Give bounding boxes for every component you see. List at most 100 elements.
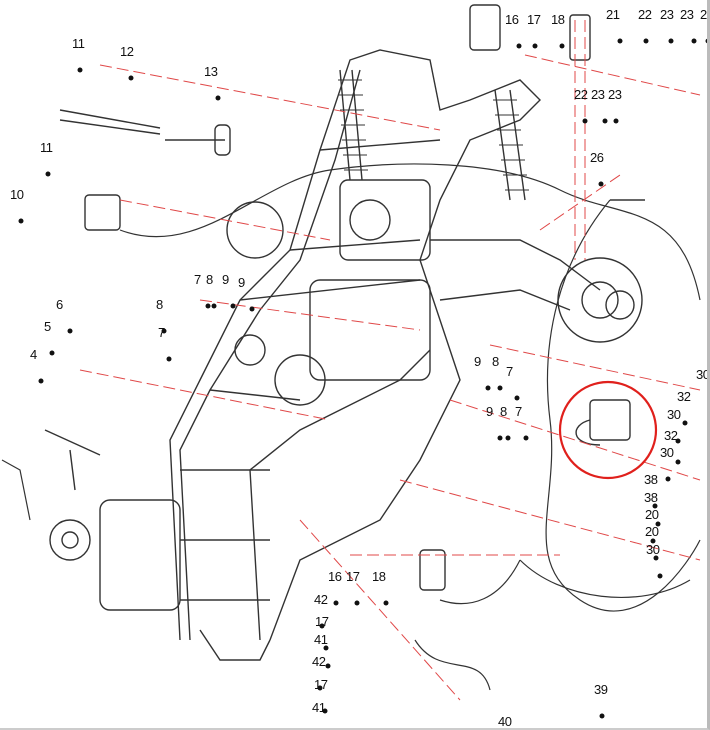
callout-23: 23 — [591, 87, 605, 102]
callout-11: 11 — [40, 140, 53, 155]
callout-22: 22 — [700, 7, 710, 22]
callout-labels: 1112131110789987654161718212223232222232… — [10, 7, 710, 729]
fastener-dot — [230, 303, 236, 309]
fastener-dot — [497, 435, 503, 441]
fastener-dot — [559, 43, 565, 49]
callout-23: 23 — [608, 87, 622, 102]
callout-9: 9 — [238, 275, 245, 290]
callout-41: 41 — [314, 632, 328, 647]
callout-7: 7 — [158, 325, 165, 340]
callout-40: 40 — [498, 714, 512, 729]
fastener-dot — [532, 43, 538, 49]
callout-23: 23 — [660, 7, 674, 22]
callout-39: 39 — [594, 682, 608, 697]
fastener-dot — [497, 385, 503, 391]
fastener-dot — [668, 38, 674, 44]
fastener-dot — [516, 43, 522, 49]
fastener-dot — [598, 181, 604, 187]
callout-16: 16 — [328, 569, 342, 584]
fastener-dot — [323, 645, 329, 651]
callout-9: 9 — [486, 404, 493, 419]
fastener-dot — [161, 328, 167, 334]
fastener-dot — [705, 38, 707, 44]
callout-7: 7 — [506, 364, 513, 379]
fastener-dot — [45, 171, 51, 177]
callout-8: 8 — [500, 404, 507, 419]
callout-8: 8 — [206, 272, 213, 287]
fastener-dot — [249, 306, 255, 312]
callout-30: 30 — [646, 542, 660, 557]
fastener-dot — [523, 435, 529, 441]
fastener-dot — [319, 623, 325, 629]
callout-42: 42 — [314, 592, 328, 607]
callout-7: 7 — [194, 272, 201, 287]
fastener-dot — [205, 303, 211, 309]
fastener-dot — [665, 476, 671, 482]
fastener-dot — [128, 75, 134, 81]
callout-7: 7 — [515, 404, 522, 419]
fastener-dot — [653, 555, 659, 561]
fastener-dot — [582, 118, 588, 124]
fastener-dot — [383, 600, 389, 606]
callout-13: 13 — [204, 64, 218, 79]
callout-17: 17 — [315, 614, 329, 629]
fastener-dot — [602, 118, 608, 124]
fastener-dot — [652, 503, 658, 509]
callout-12: 12 — [120, 44, 134, 59]
callout-21: 21 — [606, 7, 620, 22]
callout-18: 18 — [551, 12, 565, 27]
fastener-dot — [485, 385, 491, 391]
callout-30: 30 — [696, 367, 710, 382]
callout-38: 38 — [644, 472, 658, 487]
callout-17: 17 — [314, 677, 328, 692]
fastener-dot — [599, 713, 605, 719]
fastener-dot — [505, 435, 511, 441]
callout-22: 22 — [638, 7, 652, 22]
fastener-dot — [211, 303, 217, 309]
callout-4: 4 — [30, 347, 37, 362]
callout-17: 17 — [346, 569, 360, 584]
callout-23: 23 — [680, 7, 694, 22]
fastener-dot — [643, 38, 649, 44]
callout-32: 32 — [677, 389, 691, 404]
fastener-dot — [655, 521, 661, 527]
fastener-dot — [617, 38, 623, 44]
fastener-dot — [682, 420, 688, 426]
callout-20: 20 — [645, 507, 659, 522]
callout-42: 42 — [312, 654, 326, 669]
fastener-dot — [354, 600, 360, 606]
callout-26: 26 — [590, 150, 604, 165]
callout-16: 16 — [505, 12, 519, 27]
fastener-dot — [613, 118, 619, 124]
fastener-dot — [77, 67, 83, 73]
fastener-dot — [38, 378, 44, 384]
callout-9: 9 — [222, 272, 229, 287]
fastener-dot — [333, 600, 339, 606]
callout-30: 30 — [667, 407, 681, 422]
callout-11: 11 — [72, 36, 85, 51]
callout-18: 18 — [372, 569, 386, 584]
fastener-dot — [317, 685, 323, 691]
callout-17: 17 — [527, 12, 541, 27]
fastener-dot — [657, 573, 663, 579]
fastener-dot — [67, 328, 73, 334]
callout-10: 10 — [10, 187, 24, 202]
fastener-dot — [691, 38, 697, 44]
callout-20: 20 — [645, 524, 659, 539]
fastener-dot — [325, 663, 331, 669]
fastener-dot — [18, 218, 24, 224]
fastener-dot — [675, 438, 681, 444]
callout-30: 30 — [660, 445, 674, 460]
fastener-dot — [675, 459, 681, 465]
fastener-dot — [650, 538, 656, 544]
callout-41: 41 — [312, 700, 326, 715]
callout-9: 9 — [474, 354, 481, 369]
callout-6: 6 — [56, 297, 63, 312]
fastener-dot — [514, 395, 520, 401]
callout-22: 22 — [574, 87, 588, 102]
red-leader-lines — [79, 20, 701, 701]
callout-38: 38 — [644, 490, 658, 505]
fastener-dot — [322, 708, 328, 714]
